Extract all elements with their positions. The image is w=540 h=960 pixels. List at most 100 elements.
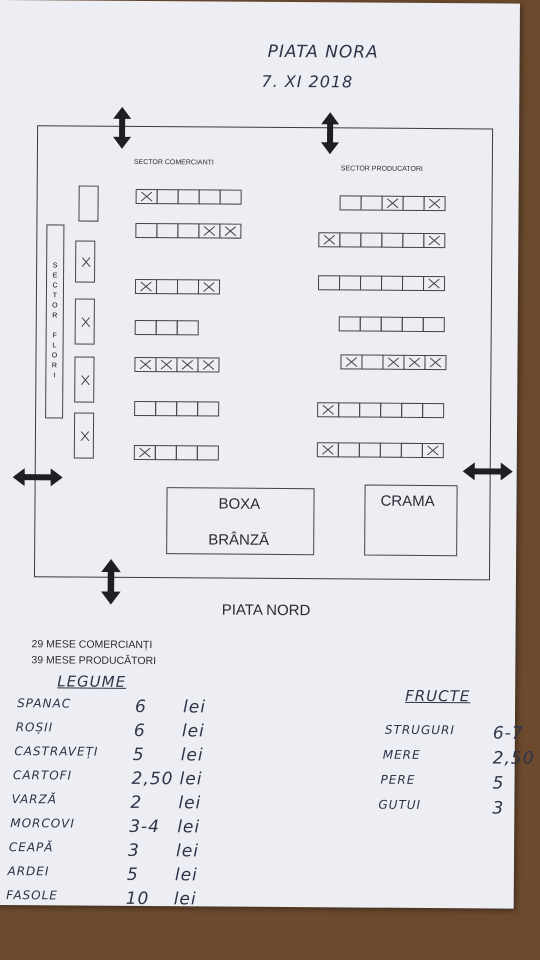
legume-unit: lei (179, 769, 203, 790)
fructe-name: STRUGURI (384, 722, 455, 738)
count-comercianti: 29 MESE COMERCIANȚI (31, 638, 153, 652)
arrow-bottom-icon (101, 558, 121, 605)
market-table (400, 442, 423, 458)
market-table (155, 357, 178, 373)
sector-flori-letter: F (52, 332, 57, 340)
market-table (359, 402, 382, 418)
legume-unit: lei (180, 745, 204, 766)
stall-row (134, 356, 220, 373)
market-table (177, 223, 200, 239)
market-table (359, 316, 382, 332)
stall-row (340, 354, 447, 371)
market-table (134, 319, 157, 336)
legume-name: CARTOFI (12, 768, 73, 783)
market-table (133, 444, 156, 461)
market-table (177, 189, 200, 205)
stall-row (339, 195, 446, 212)
market-table (134, 400, 157, 417)
page-date: 7. XI 2018 (261, 71, 354, 92)
market-table (317, 275, 341, 291)
arrow-right-icon (462, 462, 513, 481)
market-table (422, 402, 445, 419)
market-table (219, 189, 242, 205)
branza-label: BRÂNZĂ (208, 531, 270, 549)
market-table (135, 188, 158, 205)
fructe-price: 2,50 (492, 748, 535, 769)
market-table (423, 232, 446, 249)
sector-producatori-label: SECTOR PRODUCATORI (340, 165, 423, 173)
market-table (380, 275, 404, 291)
market-table (338, 275, 362, 291)
market-table (176, 279, 200, 295)
market-table (340, 354, 363, 370)
stall-row (135, 222, 242, 239)
market-table (219, 223, 242, 239)
paper-sheet: PIATA NORA 7. XI 2018 SECTOR COMERCIANTI… (0, 0, 520, 909)
fructe-name: MERE (382, 747, 421, 762)
market-table (134, 356, 157, 373)
market-table (403, 354, 426, 370)
legume-price: 6 (133, 720, 146, 742)
legume-name: FASOLE (6, 888, 58, 903)
legume-price: 2 (130, 792, 143, 814)
fructe-title: FRUCTE (405, 686, 471, 706)
legume-price: 5 (126, 864, 139, 885)
market-table (198, 189, 221, 205)
legume-price: 3-4 (129, 816, 161, 838)
market-table (175, 445, 198, 461)
market-table (381, 232, 404, 248)
market-table (424, 354, 447, 371)
legume-price: 2,50 (131, 768, 174, 790)
page-title: PIATA NORA (267, 41, 379, 63)
market-table (155, 320, 178, 336)
fructe-name: GUTUI (378, 797, 422, 812)
stall-row (317, 402, 445, 419)
market-table (197, 279, 221, 295)
market-table (318, 232, 341, 248)
legume-name: MORCOVI (10, 816, 76, 831)
market-table (380, 316, 403, 332)
sector-flori-letter: R (51, 362, 58, 370)
market-table (156, 223, 179, 239)
market-table (156, 189, 179, 205)
fructe-price: 5 (492, 773, 505, 794)
flower-stall (73, 412, 95, 459)
market-table (338, 402, 361, 418)
stall-row (134, 278, 221, 295)
market-table (316, 442, 339, 458)
sector-flori-letter: R (52, 312, 58, 320)
market-table (198, 223, 221, 239)
stall-row (317, 275, 446, 292)
market-table (360, 195, 383, 211)
market-table (176, 320, 199, 336)
legume-name: CASTRAVEȚI (14, 744, 99, 759)
stall-row (318, 232, 446, 249)
market-table (337, 442, 360, 458)
stall-row (133, 444, 219, 461)
flower-stall (74, 356, 95, 403)
market-table (339, 232, 362, 248)
market-table (402, 195, 425, 211)
legume-name: CEAPĂ (8, 840, 54, 855)
stall-row (134, 400, 220, 417)
market-table (155, 279, 179, 295)
sector-flori-letter: O (51, 352, 58, 360)
fructe-price: 6-7 (492, 723, 524, 744)
flower-stall (75, 240, 96, 283)
legume-title: LEGUME (57, 672, 127, 691)
market-table (135, 222, 158, 239)
market-table (197, 357, 220, 373)
legume-name: VARZĂ (11, 792, 58, 807)
stall-row (316, 442, 444, 459)
legume-unit: lei (177, 817, 201, 838)
market-table (176, 357, 199, 373)
stall-row (135, 188, 242, 205)
market-table (338, 316, 361, 332)
market-table (382, 354, 405, 370)
sector-flori-letter: I (53, 372, 56, 380)
legume-name: ARDEI (7, 864, 50, 879)
sector-flori-letter: E (52, 272, 58, 280)
market-table (423, 195, 446, 212)
